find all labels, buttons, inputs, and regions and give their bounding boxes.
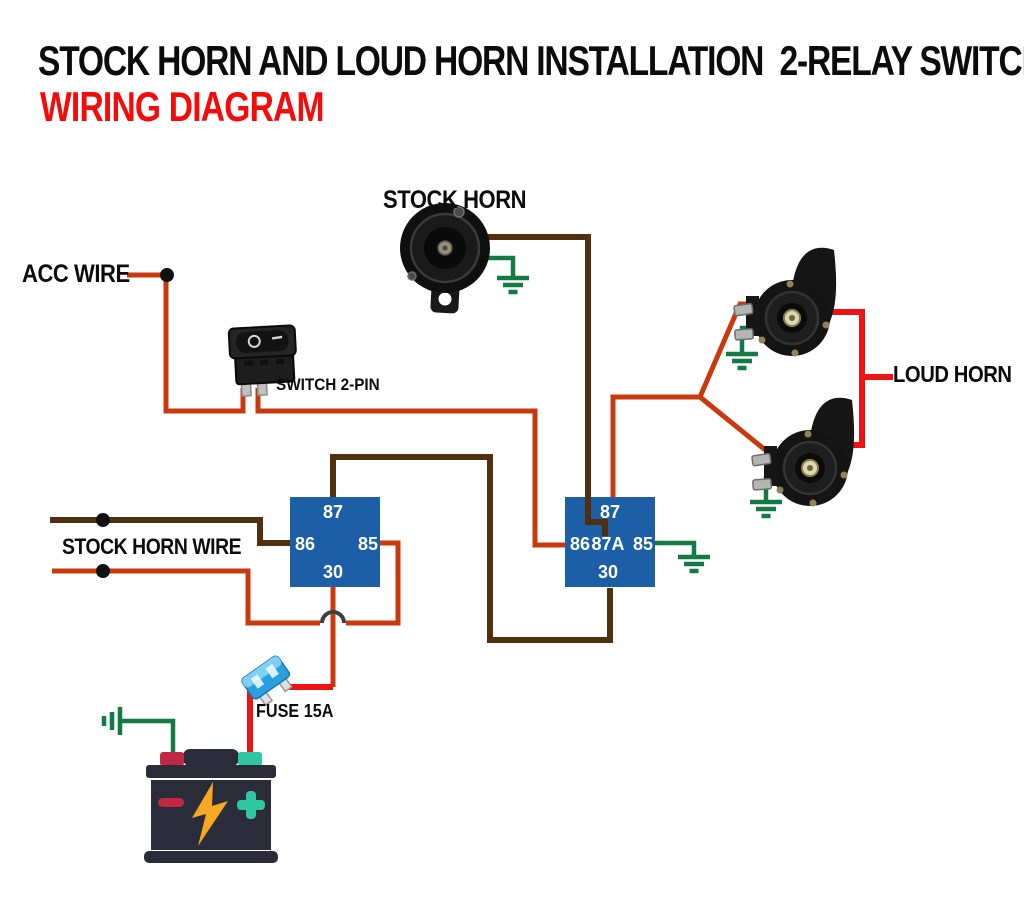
relay2-pin-86: 86 bbox=[569, 534, 591, 554]
fuse-15a-label: FUSE 15A bbox=[256, 701, 334, 721]
relay1-pin-86: 86 bbox=[294, 534, 316, 554]
page-subtitle: WIRING DIAGRAM bbox=[40, 83, 325, 130]
junction-dot-icon bbox=[96, 564, 110, 578]
ground-icon bbox=[678, 557, 710, 571]
relay-1-body bbox=[290, 497, 380, 587]
relay1-85-loop-wire-a bbox=[346, 540, 401, 626]
relay2-pin-87a: 87A bbox=[591, 534, 625, 554]
switch-to-relay2-86-wire bbox=[255, 388, 566, 548]
relay-2-body bbox=[565, 497, 655, 587]
wire-hop-icon bbox=[320, 610, 346, 624]
ground-icon bbox=[101, 707, 123, 735]
blade-fuse-icon bbox=[241, 655, 293, 707]
relay2-pin-87: 87 bbox=[599, 502, 621, 522]
relay1-pin-85: 85 bbox=[357, 534, 379, 554]
battery-ground-wire bbox=[120, 718, 176, 754]
relay2-pin-30: 30 bbox=[597, 562, 619, 582]
relay2-87-to-lower-horn-wire bbox=[698, 395, 776, 452]
relay1-87-to-relay2-30-wire bbox=[330, 454, 613, 643]
rocker-switch-icon[interactable] bbox=[227, 324, 298, 397]
relay2-85-ground-wire bbox=[655, 540, 697, 555]
stock-horn-label: STOCK HORN bbox=[383, 186, 527, 214]
relay1-pin-30: 30 bbox=[322, 562, 344, 582]
stock-horn-wire-to-relay1-86 bbox=[50, 517, 290, 546]
junction-dot-icon bbox=[96, 513, 110, 527]
ground-icon bbox=[750, 502, 782, 516]
lightning-bolt-icon bbox=[192, 782, 228, 846]
battery-icon bbox=[144, 749, 278, 863]
junction-dot-icon bbox=[160, 268, 174, 282]
switch-2pin-label: SWITCH 2-PIN bbox=[276, 375, 380, 394]
snail-horn-icon bbox=[732, 246, 838, 358]
ground-icon bbox=[497, 278, 529, 292]
acc-to-switch-wire bbox=[127, 272, 246, 414]
page-title: STOCK HORN AND LOUD HORN INSTALLATION 2-… bbox=[38, 37, 1024, 84]
stock-horn-wire-label: STOCK HORN WIRE bbox=[62, 534, 242, 559]
battery-plus-symbol bbox=[237, 791, 265, 819]
relay2-pin-85: 85 bbox=[632, 534, 654, 554]
acc-wire-label: ACC WIRE bbox=[22, 260, 130, 288]
loud-horn-label: LOUD HORN bbox=[893, 361, 1012, 387]
relay1-pin-87: 87 bbox=[322, 502, 344, 522]
horn-icon bbox=[400, 203, 490, 314]
battery-minus-symbol bbox=[158, 798, 184, 807]
relay2-87a-jog-wire bbox=[585, 495, 608, 536]
stock-horn-to-relay2-wire bbox=[470, 234, 591, 497]
relay1-85-loop-wire-b bbox=[52, 568, 320, 626]
ground-icon bbox=[726, 354, 758, 368]
